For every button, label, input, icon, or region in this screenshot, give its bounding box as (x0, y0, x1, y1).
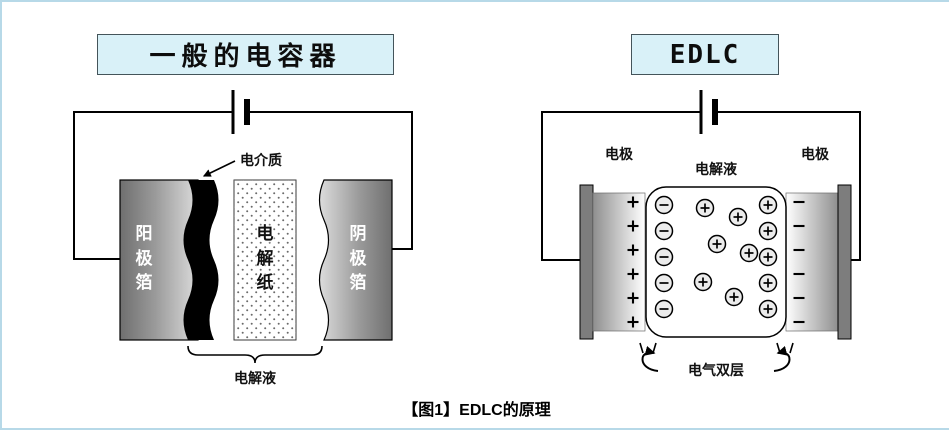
electrolyte-container (645, 186, 787, 338)
right-circuit-wiring (541, 90, 861, 261)
left-electrode (592, 192, 646, 332)
cathode-foil (318, 179, 393, 341)
electrolyte-label-right-panel: 电解液 (695, 161, 737, 177)
ion-layer (627, 195, 805, 328)
dielectric-film (183, 180, 219, 340)
electrode-left-label: 电极 (605, 146, 633, 162)
anode-foil-label: 阳极箔 (135, 224, 153, 293)
double-layer-arrow-left-icon (641, 345, 659, 372)
figure-caption: 【图1】EDLC的原理 (402, 402, 551, 419)
wire-right (715, 111, 861, 261)
double-layer-label: 电气双层 (688, 362, 744, 378)
electrode-right-label: 电极 (801, 146, 829, 162)
right-electrode (785, 192, 839, 332)
cathode-foil-label: 阴极箔 (349, 224, 367, 293)
dielectric-label: 电介质 (240, 152, 282, 168)
conventional-capacitor-structure (119, 160, 393, 364)
paper-dots-texture (234, 180, 296, 340)
right-current-collector (837, 184, 852, 340)
right-panel-title: EDLC (631, 34, 779, 75)
electrolyte-brace (187, 345, 323, 364)
double-layer-ticks (639, 342, 794, 354)
dielectric-pointer-arrow (202, 160, 236, 177)
electrolyte-label-left-panel: 电解液 (234, 370, 276, 386)
edlc-structure (579, 184, 852, 372)
wire-left (73, 111, 233, 260)
wire-right (247, 111, 413, 250)
left-current-collector (579, 184, 594, 340)
double-layer-arrow-right-icon (773, 345, 791, 372)
wire-left (541, 111, 701, 261)
electrolytic-paper-label: 电解纸 (256, 224, 274, 293)
left-panel-title: 一般的电容器 (97, 34, 394, 75)
left-circuit-wiring (73, 90, 413, 260)
